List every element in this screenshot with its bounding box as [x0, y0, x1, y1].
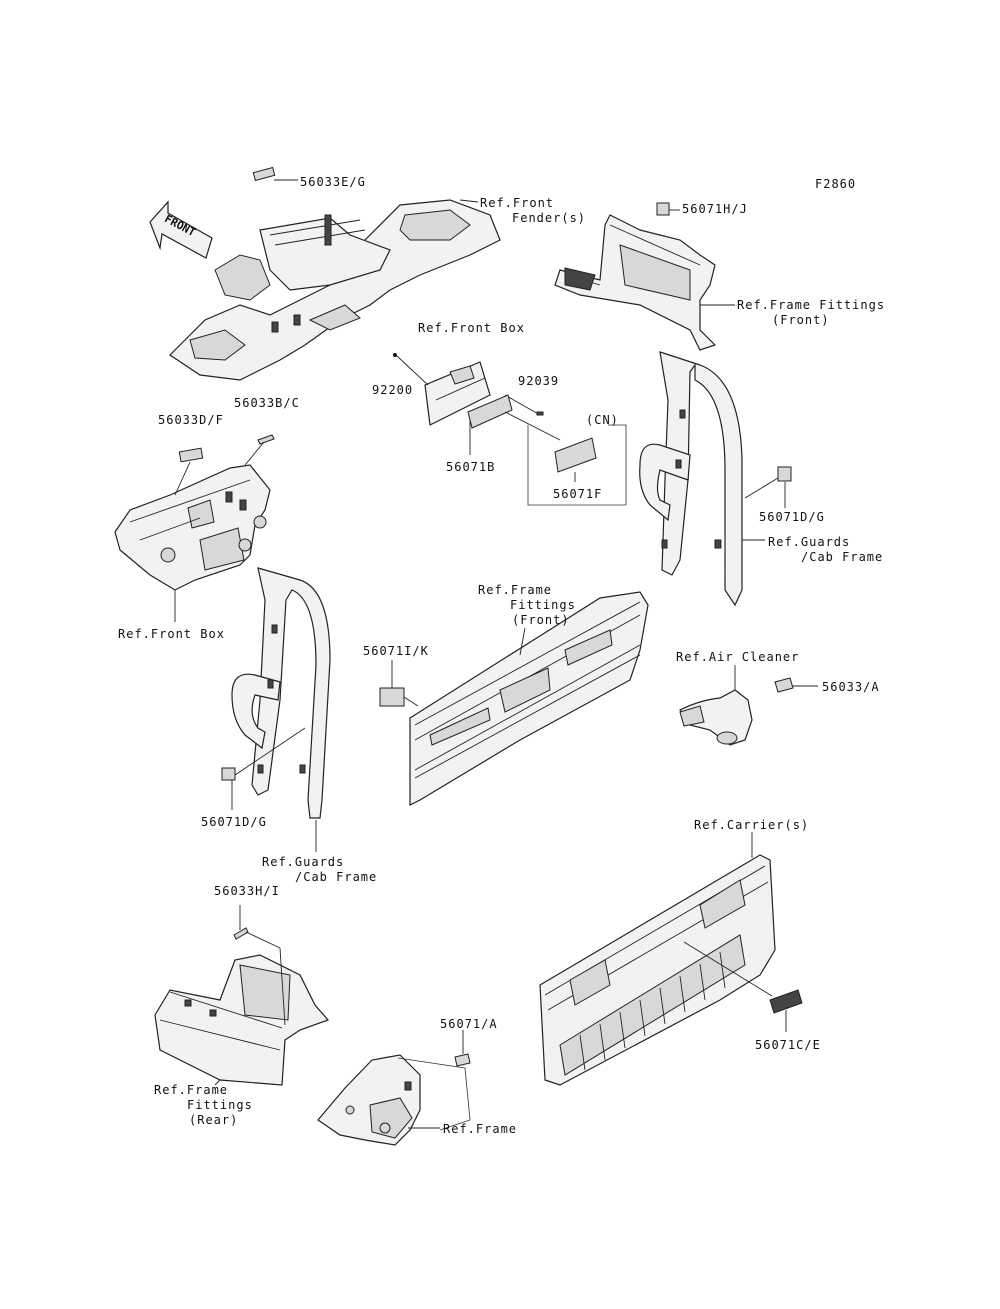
front-arrow-icon: FRONT — [149, 200, 213, 259]
figure-code: F2860 — [815, 177, 857, 191]
dashboard-front-box — [114, 464, 271, 591]
label-ref-guards-cab-left-a: Ref.Guards — [262, 855, 345, 869]
label-56071CE: 56071C/E — [755, 1038, 821, 1052]
label-ref-guards-cab-right-a: Ref.Guards — [768, 535, 851, 549]
label-ref-carrier: Ref.Carrier(s) — [694, 818, 810, 832]
decal-56071HJ-icon — [656, 202, 670, 216]
front-fender-assembly — [169, 199, 501, 381]
decal-56071F-icon — [554, 437, 597, 473]
cab-frame-right — [639, 351, 743, 607]
label-ref-frame-fittings-front-b: (Front) — [772, 313, 830, 327]
label-ref-frame-fittings-rear-c: (Rear) — [189, 1113, 239, 1127]
decal-56033DF-icon — [178, 447, 204, 463]
label-ref-guards-cab-left-b: /Cab Frame — [295, 870, 378, 884]
label-ref-guards-cab-right-b: /Cab Frame — [801, 550, 884, 564]
decal-56071DG-left-icon — [221, 767, 236, 781]
decal-56071IK-icon — [379, 687, 405, 707]
cn-box — [527, 424, 627, 506]
label-ref-front-box-top: Ref.Front Box — [418, 321, 525, 335]
label-cn: (CN) — [586, 413, 619, 427]
decal-56033BC-icon — [257, 434, 275, 445]
label-ref-frame-fittings-center-a: Ref.Frame — [478, 583, 553, 597]
air-cleaner — [679, 689, 753, 746]
label-56071HJ: 56071H/J — [682, 202, 748, 216]
label-56071DG-left: 56071D/G — [201, 815, 267, 829]
label-ref-frame-fittings-front-a: Ref.Frame Fittings — [737, 298, 886, 312]
decal-56033HI-icon — [233, 927, 249, 940]
decal-56071A-icon — [454, 1053, 471, 1067]
label-ref-frame-fittings-center-c: (Front) — [512, 613, 570, 627]
label-56071A: 56071/A — [440, 1017, 498, 1031]
frame-bracket — [317, 1054, 421, 1146]
label-56033DF: 56033D/F — [158, 413, 224, 427]
label-ref-front-box-left: Ref.Front Box — [118, 627, 225, 641]
label-ref-frame-fittings-rear-a: Ref.Frame — [154, 1083, 229, 1097]
label-ref-air-cleaner: Ref.Air Cleaner — [676, 650, 800, 664]
decal-56071B-icon — [467, 394, 513, 429]
label-56071F: 56071F — [553, 487, 603, 501]
cab-frame-left — [231, 567, 331, 819]
decal-56033A-icon — [774, 677, 794, 693]
label-56071B: 56071B — [446, 460, 496, 474]
frame-fittings-front-upper — [554, 214, 717, 351]
frame-fittings-front-panel — [409, 591, 649, 806]
label-56033HI: 56033H/I — [214, 884, 280, 898]
front-box-panel — [424, 361, 491, 426]
label-ref-frame: Ref.Frame — [443, 1122, 518, 1136]
label-56071DG-right: 56071D/G — [759, 510, 825, 524]
frame-fittings-rear — [154, 954, 330, 1086]
label-56033BC: 56033B/C — [234, 396, 300, 410]
decal-56033EG-icon — [252, 166, 276, 182]
label-ref-front-fender-2: Fender(s) — [512, 211, 587, 225]
label-92039: 92039 — [518, 374, 560, 388]
label-56033A: 56033/A — [822, 680, 880, 694]
label-ref-frame-fittings-center-b: Fittings — [510, 598, 576, 612]
label-92200: 92200 — [372, 383, 414, 397]
decal-56071CE-icon — [769, 989, 803, 1014]
carrier-panel — [539, 854, 776, 1086]
label-ref-frame-fittings-rear-b: Fittings — [187, 1098, 253, 1112]
decal-56071DG-right-icon — [777, 466, 792, 482]
label-ref-front-fender-1: Ref.Front — [480, 196, 555, 210]
label-56071IK: 56071I/K — [363, 644, 429, 658]
label-56033EG: 56033E/G — [300, 175, 366, 189]
